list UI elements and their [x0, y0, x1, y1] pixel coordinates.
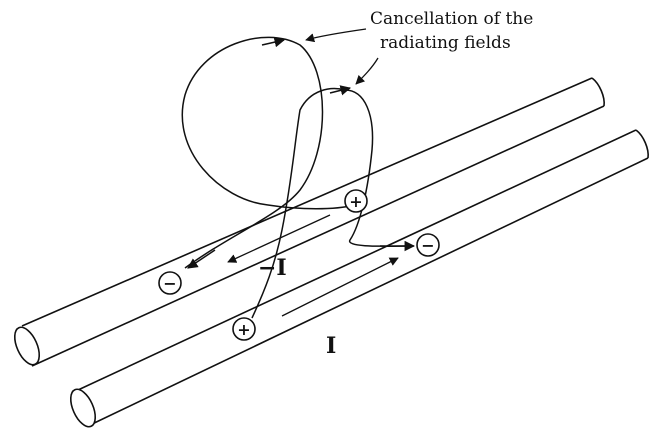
annotation-line-2: radiating fields — [380, 33, 511, 53]
svg-text:−: − — [421, 236, 434, 255]
charge-upper-right: + — [344, 189, 368, 213]
field-loop-left — [181, 36, 356, 269]
field-loop-left-arrowhead — [261, 36, 286, 48]
charge-lower-right: − — [416, 233, 440, 257]
annotation-leader-1 — [305, 28, 367, 43]
svg-text:+: + — [349, 192, 362, 211]
charge-upper-left: − — [158, 271, 182, 295]
field-loop-left-tail-arrow — [187, 249, 216, 269]
annotation-leader-2 — [355, 57, 379, 85]
current-arrow-lower — [281, 257, 399, 317]
field-loop-right-arrowhead — [329, 85, 352, 96]
svg-text:+: + — [237, 320, 250, 339]
current-label-upper: −I — [258, 255, 287, 281]
current-label-lower: I — [326, 333, 336, 359]
charge-lower-left: + — [232, 317, 256, 341]
annotation-line-1: Cancellation of the — [370, 9, 533, 29]
current-arrow-upper — [227, 214, 331, 263]
upper-conductor — [13, 77, 605, 367]
svg-text:−: − — [163, 274, 176, 293]
lower-conductor — [69, 129, 649, 428]
